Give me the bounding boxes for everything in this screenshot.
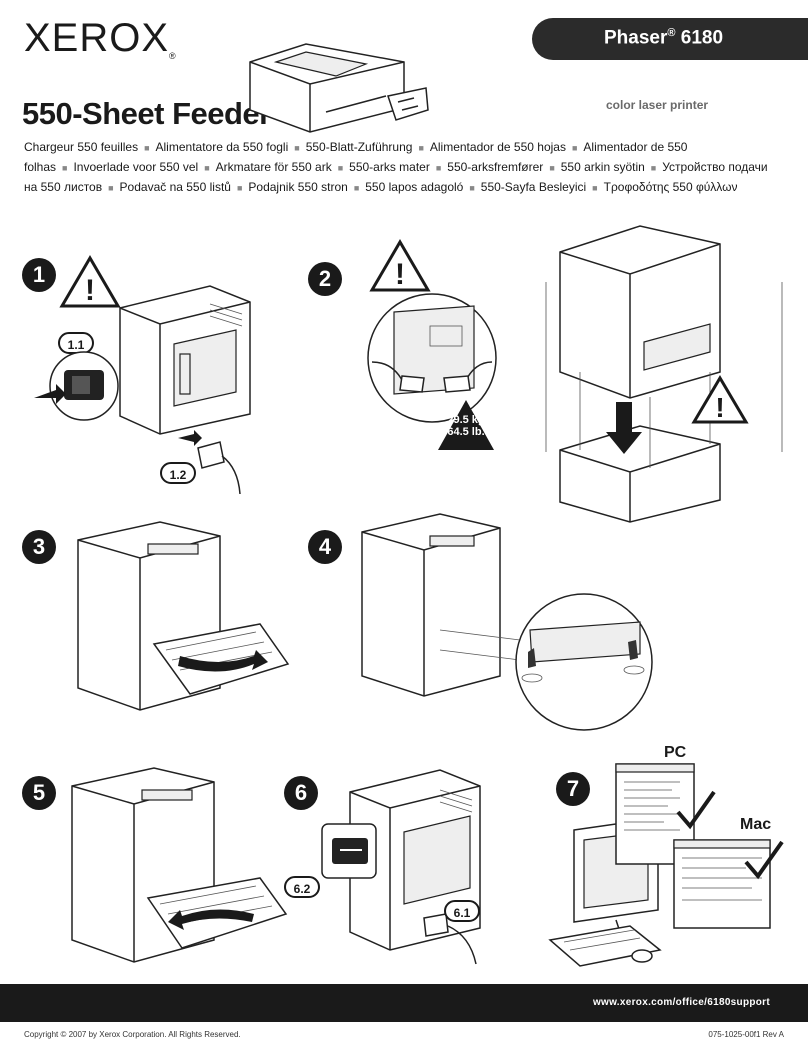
separator: ■ [337, 163, 344, 173]
translation-item: Arkmatare för 550 ark [215, 160, 332, 174]
separator: ■ [353, 183, 360, 193]
xerox-logo: XEROX® [24, 16, 177, 61]
weight-badge [438, 400, 494, 450]
separator: ■ [108, 183, 114, 193]
product-name: Phaser® 6180 [604, 27, 724, 49]
translation-item: Τροφοδότης 550 φύλλων [603, 180, 738, 194]
pc-label: PC [664, 744, 687, 761]
translation-item: 550-arks mater [349, 160, 430, 174]
translation-item: 550 arkin syötin [560, 160, 645, 174]
tray-removal-illustration [77, 521, 290, 711]
feeder-lock-illustration [361, 513, 653, 731]
power-switch-icon [34, 351, 119, 421]
translation-item: Устройство подачи на 550 листов [24, 160, 768, 194]
step-6-1-badge: 6.1 [444, 900, 480, 922]
feeder-illustration [249, 43, 429, 133]
separator: ■ [549, 163, 555, 173]
separator: ■ [144, 143, 150, 153]
translation-item: 550-arksfremfører [447, 160, 544, 174]
translation-item: Alimentador de 550 folhas [24, 140, 688, 174]
translation-item: 550 lapos adagoló [365, 180, 464, 194]
step-1-2-badge: 1.2 [160, 462, 196, 484]
translation-item: 550-Sayfa Besleyici [480, 180, 587, 194]
weight-label: 29.5 kg 64.5 lb. [442, 414, 490, 438]
lifting-illustration [367, 293, 497, 423]
separator: ■ [204, 163, 210, 173]
checkmark-icon [676, 790, 716, 830]
separator: ■ [592, 183, 598, 193]
separator: ■ [650, 163, 657, 173]
mac-label: Mac [740, 816, 772, 833]
translation-item: Podavač na 550 listů [119, 180, 231, 194]
translation-item: Alimentador de 550 hojas [429, 140, 566, 154]
svg-text:!: ! [85, 274, 95, 307]
support-url[interactable]: www.xerox.com/office/6180support [592, 997, 770, 1008]
step-6-badge: 6 [284, 776, 318, 810]
translations-list: Chargeur 550 feuilles ■ Alimentatore da 55… [24, 138, 784, 198]
separator: ■ [418, 143, 424, 153]
footer-bar: www.xerox.com/office/6180support [0, 984, 808, 1022]
computer-illustration [548, 763, 771, 967]
warning-icon: ! [691, 375, 749, 424]
svg-text:!: ! [715, 392, 724, 423]
tray-insertion-illustration [71, 767, 288, 963]
step-1-badge: 1 [22, 258, 56, 292]
translation-item: 550-Blatt-Zuführung [305, 140, 413, 154]
copyright-notice: Copyright © 2007 by Xerox Corporation. A… [24, 1030, 241, 1039]
warning-icon: ! [369, 239, 431, 292]
power-cord-icon [178, 430, 241, 495]
translation-item: Invoerlade voor 550 vel [73, 160, 199, 174]
weight-kg: 29.5 kg [447, 414, 485, 426]
separator: ■ [469, 183, 475, 193]
step-2-badge: 2 [308, 262, 342, 296]
step-7-badge: 7 [556, 772, 590, 806]
printer-rear-illustration [119, 285, 251, 435]
translation-item: Alimentatore da 550 fogli [155, 140, 289, 154]
translation-item: Podajnik 550 stron [248, 180, 348, 194]
product-banner: Phaser® 6180 [532, 18, 808, 60]
step-1-1-badge: 1.1 [58, 332, 94, 354]
step-5-badge: 5 [22, 776, 56, 810]
document-number: 075-1025-00f1 Rev A [708, 1030, 784, 1039]
separator: ■ [294, 143, 300, 153]
power-switch-icon [321, 823, 377, 879]
separator: ■ [435, 163, 442, 173]
checkmark-icon [744, 840, 784, 880]
translation-item: Chargeur 550 feuilles [24, 140, 139, 154]
product-tagline: color laser printer [606, 98, 709, 112]
step-3-badge: 3 [22, 530, 56, 564]
weight-lb: 64.5 lb. [447, 426, 485, 438]
separator: ■ [236, 183, 243, 193]
svg-text:!: ! [395, 258, 405, 291]
step-6-2-badge: 6.2 [284, 876, 320, 898]
separator: ■ [571, 143, 578, 153]
step-4-badge: 4 [308, 530, 342, 564]
warning-icon: ! [59, 255, 121, 308]
page-title: 550-Sheet Feeder [22, 96, 271, 131]
separator: ■ [62, 163, 68, 173]
printer-on-feeder-illustration [545, 225, 783, 523]
